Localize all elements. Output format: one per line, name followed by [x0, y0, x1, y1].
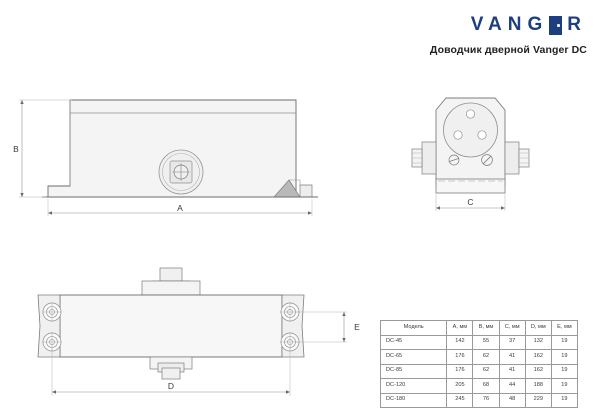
cell-b: 62 [472, 349, 500, 365]
front-adjust-screw-right [481, 154, 493, 166]
cell-c: 48 [498, 392, 526, 408]
cell-a: 176 [446, 349, 474, 365]
cell-model: DC-180 [379, 392, 448, 408]
cell-c: 37 [498, 334, 526, 350]
plan-bottom-spindle [149, 356, 193, 380]
dimension-b [19, 99, 72, 198]
cell-a: 205 [446, 378, 474, 394]
side-right-wedge [273, 179, 313, 198]
logo-text-after: R [567, 14, 587, 35]
front-axle-right [518, 148, 530, 168]
plan-bolt-top-right [280, 302, 300, 322]
front-hole-left [453, 130, 463, 140]
cell-e: 19 [550, 334, 579, 350]
side-center-boss [158, 149, 204, 195]
front-large-circle [443, 102, 498, 158]
cell-d: 188 [524, 378, 552, 394]
front-lug-right [504, 141, 520, 175]
cell-e: 19 [550, 363, 579, 379]
dimension-d [51, 346, 291, 396]
cell-c: 41 [498, 349, 526, 365]
cell-e: 19 [550, 349, 579, 365]
front-lug-left [421, 141, 437, 175]
dimension-label-a: A [177, 203, 183, 213]
cell-e: 19 [550, 378, 579, 394]
header-a: A, мм [446, 320, 474, 336]
cell-d: 132 [524, 334, 552, 350]
cell-b: 68 [472, 378, 500, 394]
specification-table-container: Модель A, мм B, мм C, мм D, мм E, мм DC-… [379, 320, 580, 408]
header-e: E, мм [550, 320, 579, 336]
table-row: DC-65 176 62 41 162 19 [379, 349, 579, 365]
front-adjust-screw-left [448, 154, 460, 166]
cell-b: 62 [472, 363, 500, 379]
cell-d: 162 [524, 349, 552, 365]
brand-header: VANG R Доводчик дверной Vanger DC [330, 0, 600, 70]
header-d: D, мм [524, 320, 552, 336]
table-row: DC-45 142 55 37 132 19 [379, 334, 579, 350]
side-view-drawing: B A [0, 80, 345, 225]
dimension-label-d: D [168, 381, 174, 391]
cell-a: 142 [446, 334, 474, 350]
specification-table: Модель A, мм B, мм C, мм D, мм E, мм DC-… [379, 320, 579, 408]
cell-a: 245 [446, 392, 474, 408]
cell-b: 76 [472, 392, 500, 408]
cell-model: DC-120 [379, 378, 448, 394]
plan-top-spindle [141, 267, 201, 296]
table-row: DC-180 245 76 48 229 19 [379, 392, 579, 408]
cell-d: 229 [524, 392, 552, 408]
table-row: DC-85 176 62 41 162 19 [379, 363, 579, 379]
cell-model: DC-65 [379, 349, 448, 365]
table-header-row: Модель A, мм B, мм C, мм D, мм E, мм [379, 320, 579, 336]
plan-bolt-top-left [42, 302, 62, 322]
dimension-label-c: C [467, 197, 473, 207]
front-hole-right [477, 130, 487, 140]
door-icon [549, 15, 563, 35]
dimension-e [296, 311, 347, 343]
vanger-logo: VANG R [471, 14, 587, 36]
cell-c: 44 [498, 378, 526, 394]
cell-a: 176 [446, 363, 474, 379]
dimension-a [47, 199, 313, 216]
cell-model: DC-85 [379, 363, 448, 379]
front-base-block [435, 178, 506, 194]
dimension-label-e: E [354, 322, 360, 332]
dimension-label-b: B [13, 144, 19, 154]
table-row: DC-120 205 68 44 188 19 [379, 378, 579, 394]
plan-body-rect [59, 294, 283, 358]
plan-view-drawing: E D [0, 250, 365, 415]
front-axle-left [411, 148, 423, 168]
cell-b: 55 [472, 334, 500, 350]
product-subtitle: Доводчик дверной Vanger DC [429, 44, 587, 56]
header-b: B, мм [472, 320, 500, 336]
cell-c: 41 [498, 363, 526, 379]
logo-text-before: VANG [470, 14, 549, 35]
header-model: Модель [379, 320, 448, 336]
front-hole-top [465, 109, 476, 119]
cell-model: DC-45 [379, 334, 448, 350]
cell-e: 19 [550, 392, 579, 408]
dimension-c [435, 194, 506, 211]
cell-d: 162 [524, 363, 552, 379]
header-c: C, мм [498, 320, 526, 336]
front-view-drawing: C [390, 80, 600, 225]
